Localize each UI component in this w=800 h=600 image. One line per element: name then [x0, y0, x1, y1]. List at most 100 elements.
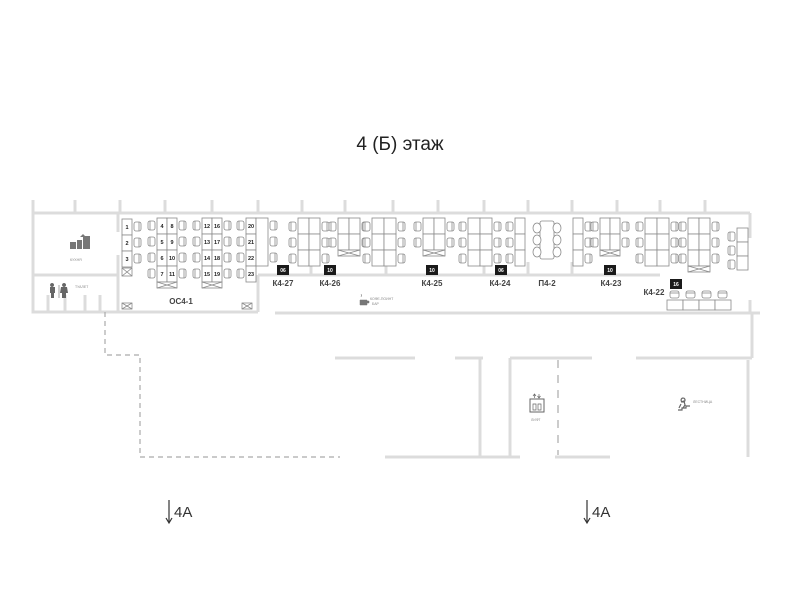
chair: [446, 237, 455, 248]
desk: [255, 217, 269, 267]
wall: [31, 213, 258, 314]
desk-number: 19: [214, 272, 220, 278]
storage-cross: [201, 281, 223, 289]
chair: [685, 290, 696, 299]
desk-number: 2: [125, 241, 128, 247]
desk: [644, 233, 658, 251]
chair: [413, 221, 422, 232]
chair: [321, 221, 330, 232]
desk-number: 12: [204, 224, 210, 230]
room-label-os4-1: ОС4-1: [169, 297, 193, 306]
desk: [467, 233, 481, 251]
chair: [236, 252, 245, 263]
lift-arrows-icon: [532, 393, 542, 411]
chair: [458, 221, 467, 232]
coffee-icon: [359, 293, 370, 306]
chair: [670, 253, 679, 264]
desk-number: 7: [160, 272, 163, 278]
chair: [288, 237, 297, 248]
chair: [223, 268, 232, 279]
room-label-k4-27: К4-27: [273, 279, 294, 288]
storage-cross: [687, 265, 711, 273]
floor-title: 4 (Б) этаж: [356, 134, 444, 155]
stairs-label: ЛЕСТНИЦА: [693, 400, 713, 404]
desk: [308, 233, 321, 251]
storage-cross: [121, 267, 133, 277]
desk-number: 9: [170, 240, 173, 246]
desk-number: 18: [214, 256, 220, 262]
storage-cross: [121, 302, 133, 310]
room-badge-k4-27-bg: [277, 265, 289, 275]
chair: [505, 237, 514, 248]
meeting-table: [539, 220, 555, 260]
chair: [670, 237, 679, 248]
desk: [736, 241, 749, 257]
room-label-p4-2: П4-2: [538, 279, 556, 288]
toilet-icon: [50, 283, 68, 298]
chair: [269, 236, 278, 247]
room-badge-k4-26: 10: [327, 268, 333, 274]
chair: [147, 236, 156, 247]
desk: [422, 217, 435, 235]
chair: [328, 237, 337, 248]
room-badge-k4-22: 16: [673, 282, 679, 288]
desk-number: 14: [204, 256, 211, 262]
chair: [236, 236, 245, 247]
room-badge-k4-26-bg: [324, 265, 336, 275]
desk: [433, 233, 446, 251]
chair: [711, 237, 720, 248]
room-label-k4-26: К4-26: [320, 279, 341, 288]
down-arrow-icon: [583, 500, 591, 525]
desk-number: 1: [125, 225, 128, 231]
room-badge-k4-23-bg: [604, 265, 616, 275]
storage-cross: [156, 281, 178, 289]
room-label-k4-22: К4-22: [644, 288, 665, 297]
chair: [397, 221, 406, 232]
chair: [133, 237, 142, 248]
desk: [687, 217, 700, 235]
storage-cross: [241, 302, 253, 310]
chair: [711, 221, 720, 232]
desk-number: 13: [204, 240, 210, 246]
chair: [397, 237, 406, 248]
desk-number: 17: [214, 240, 220, 246]
down-arrow-icon: [165, 500, 173, 525]
chair: [493, 237, 502, 248]
desk: [479, 249, 493, 267]
room-label-k4-24: К4-24: [490, 279, 511, 288]
chair: [678, 253, 687, 264]
chair: [192, 236, 201, 247]
chair: [236, 220, 245, 231]
desk-number: 16: [214, 224, 220, 230]
chair: [362, 253, 371, 264]
chair: [552, 246, 562, 258]
desk: [656, 233, 670, 251]
desk: [383, 233, 397, 251]
chair: [321, 253, 330, 264]
desk: [687, 249, 700, 267]
desk: [422, 233, 435, 251]
chair: [727, 245, 736, 256]
exit-label-4a: 4А: [592, 504, 610, 521]
furniture: [121, 217, 749, 311]
chair: [532, 246, 542, 258]
desk: [687, 233, 700, 251]
chair: [635, 253, 644, 264]
chair: [458, 253, 467, 264]
chair: [362, 237, 371, 248]
chair: [147, 268, 156, 279]
desk: [514, 249, 526, 267]
chair: [223, 236, 232, 247]
chair: [635, 221, 644, 232]
chair: [288, 221, 297, 232]
desk: [666, 299, 684, 311]
chair: [669, 290, 680, 299]
chair: [505, 221, 514, 232]
desk: [337, 217, 350, 235]
desk: [371, 217, 385, 235]
kitchen-label: КУХНЯ: [70, 258, 82, 262]
desk: [609, 233, 621, 251]
desk: [383, 217, 397, 235]
chair: [236, 268, 245, 279]
